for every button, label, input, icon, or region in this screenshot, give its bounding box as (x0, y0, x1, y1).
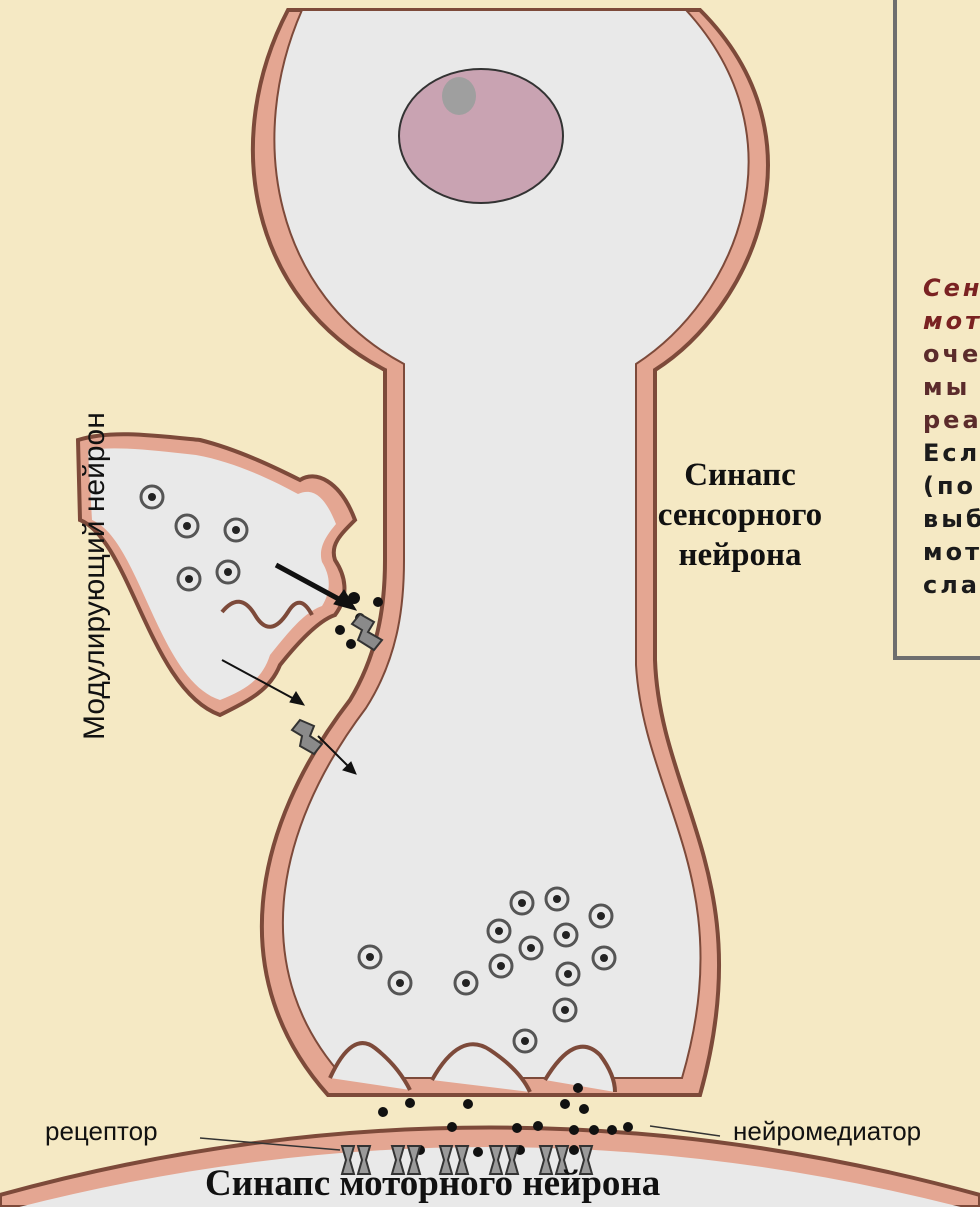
sensory-synapse-label-line: Синапс (590, 455, 890, 495)
sensory-synapse-label: Синапс сенсорного нейрона (590, 455, 890, 575)
info-line: мот (923, 305, 980, 338)
info-box: Сен мот оче мы реа Есл (по выб мот сла (893, 0, 980, 660)
modulating-neuron-label: Модулирующий нейрон (78, 412, 112, 740)
info-line: выб (923, 503, 980, 536)
info-line: мы (923, 371, 980, 404)
info-line: сла (923, 569, 980, 602)
receptor-label: рецептор (45, 1116, 158, 1147)
sensory-synapse-label-line: нейрона (590, 535, 890, 575)
motor-synapse-label: Синапс моторного нейрона (205, 1162, 660, 1205)
nucleolus (442, 77, 476, 115)
nucleus (399, 69, 563, 203)
neurotransmitter-label: нейромедиатор (733, 1116, 921, 1147)
info-line: Сен (923, 272, 980, 305)
info-line: реа (923, 404, 980, 437)
info-line: (по (923, 470, 980, 503)
sensory-synapse-label-line: сенсорного (590, 495, 890, 535)
info-line: оче (923, 338, 980, 371)
info-line: мот (923, 536, 980, 569)
info-line: Есл (923, 437, 980, 470)
info-text: Сен мот оче мы реа Есл (по выб мот сла (923, 272, 980, 602)
